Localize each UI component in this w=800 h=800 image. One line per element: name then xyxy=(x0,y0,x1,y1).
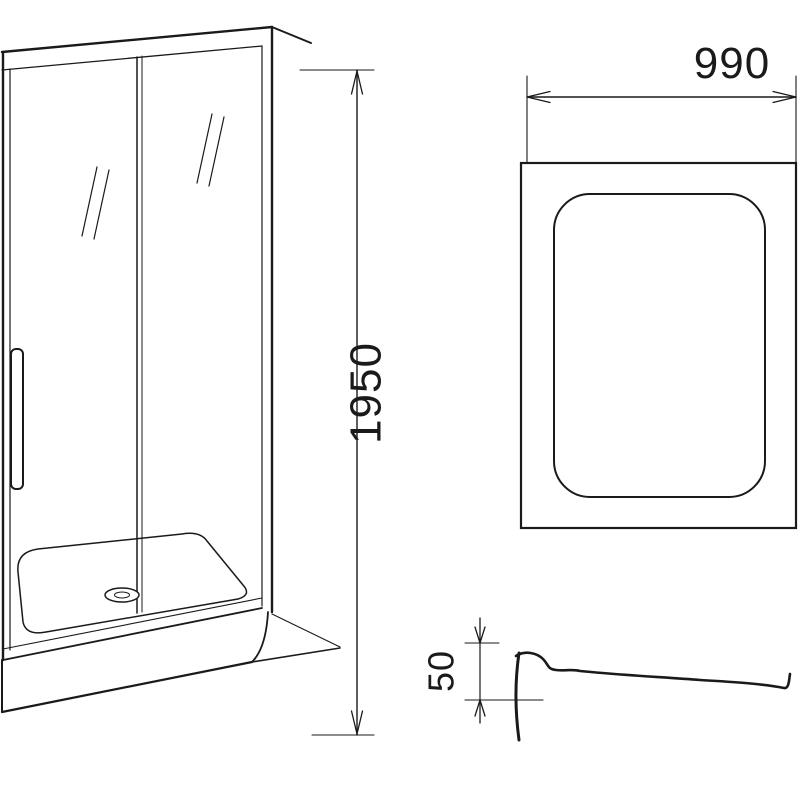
tray-drain-outer xyxy=(104,587,140,603)
depth-arrow-top xyxy=(474,626,486,644)
tray-plan-inner xyxy=(553,193,766,498)
floor-corner-line xyxy=(271,613,341,648)
height-dimension: 1950 xyxy=(299,69,391,736)
width-dimension-label: 990 xyxy=(694,39,770,88)
depth-arrow-bottom xyxy=(474,699,486,717)
floor-line xyxy=(251,647,341,663)
depth-dimension: 50 xyxy=(421,617,544,724)
tray-inner-rim xyxy=(17,532,248,634)
width-dimension: 990 xyxy=(526,39,797,164)
glass-reflection-marks-left xyxy=(81,166,110,240)
width-arrow-right xyxy=(772,90,797,104)
tray-profile-left-edge xyxy=(514,651,521,742)
shower-tray-front-view xyxy=(0,532,341,714)
tray-right-face-edge xyxy=(251,611,269,663)
height-arrow-top xyxy=(350,70,364,95)
door-handle xyxy=(10,348,24,490)
height-dimension-label: 1950 xyxy=(342,342,391,444)
tray-profile-top-edge xyxy=(514,651,792,690)
tray-top-view xyxy=(519,161,798,530)
height-arrow-bottom xyxy=(350,710,364,735)
door-top-return-edge xyxy=(271,26,312,44)
door-top-rail-inner xyxy=(1,45,263,71)
tray-bottom-edge xyxy=(0,660,254,714)
tray-profile-view xyxy=(514,651,792,742)
tray-front-edge-outer xyxy=(2,607,263,661)
glass-reflection-marks-right xyxy=(196,113,225,187)
tray-front-edge-inner xyxy=(2,597,263,650)
door-top-rail-outer xyxy=(0,25,274,54)
width-arrow-left xyxy=(526,90,551,104)
tray-plan-outer xyxy=(519,161,798,530)
depth-dimension-label: 50 xyxy=(421,650,462,692)
shower-front-view xyxy=(0,25,312,662)
tray-drain-inner xyxy=(114,591,130,599)
